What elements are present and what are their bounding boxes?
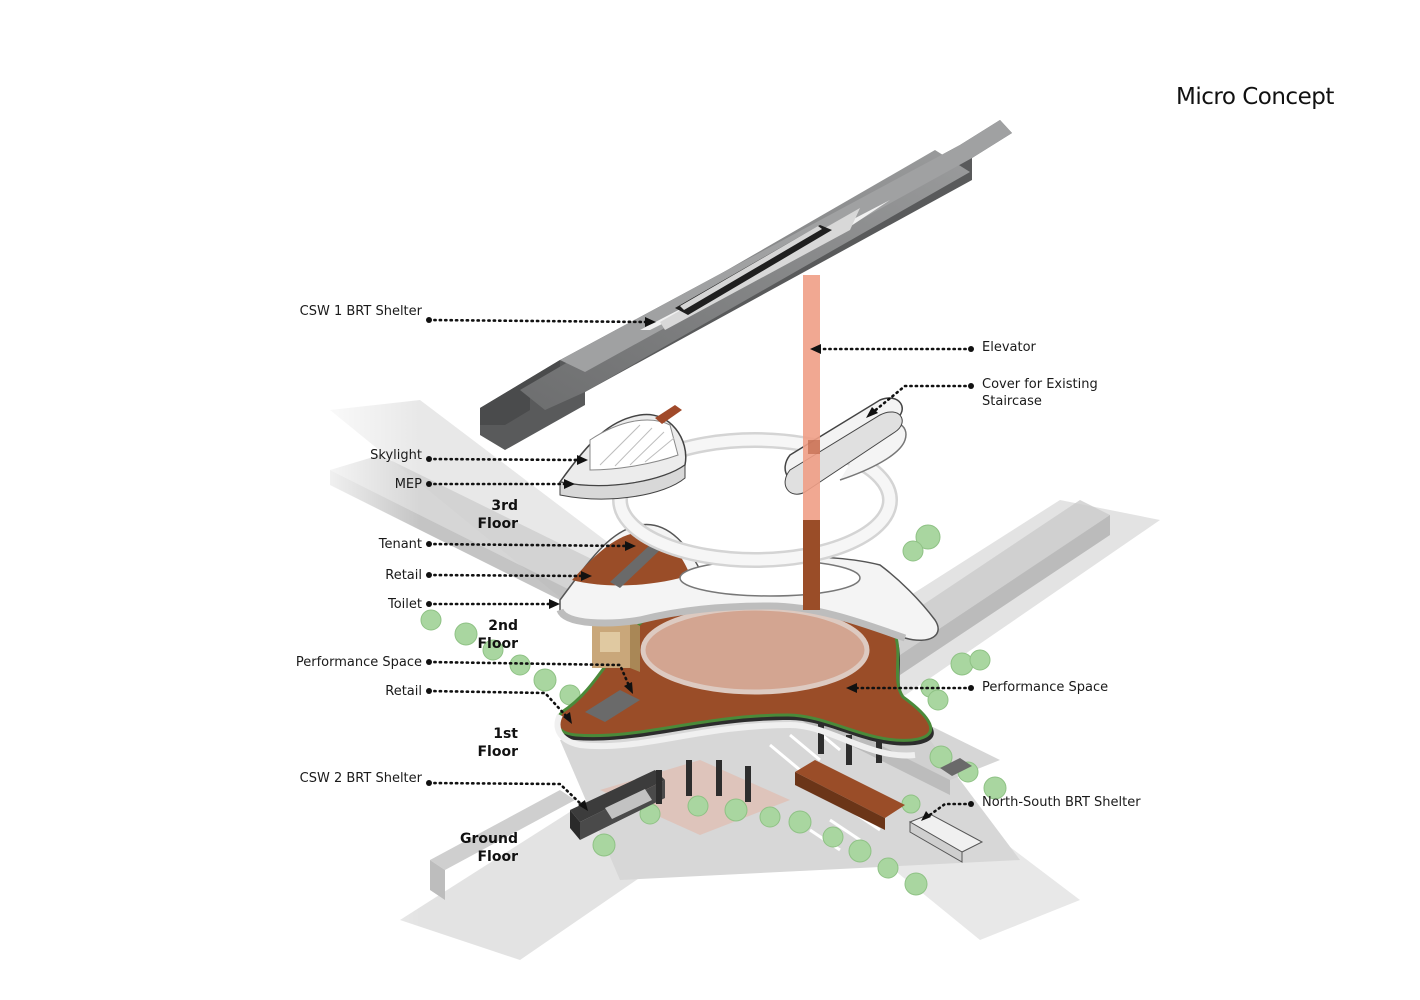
floor-3rd-number: 3rd: [491, 498, 518, 514]
floor-1st-number: 1st: [493, 726, 518, 742]
floor-2nd-number: 2nd: [488, 618, 518, 634]
label-csw2-brt-shelter: CSW 2 BRT Shelter: [299, 771, 422, 786]
label-cover-line1: Cover for Existing: [982, 377, 1098, 392]
label-mep: MEP: [394, 477, 422, 492]
third-floor-ring: [612, 421, 907, 568]
leader-dots: [426, 317, 974, 807]
label-skylight: Skylight: [370, 448, 422, 463]
floor-ground-word1: Ground: [460, 831, 518, 847]
leader-lines: [427, 318, 973, 819]
northsouth-shelter: [795, 760, 984, 863]
label-retail-lower: Retail: [385, 684, 422, 699]
floor-ground-word2: Floor: [477, 849, 518, 865]
floor-1st-word: Floor: [477, 744, 518, 760]
label-cover-existing-staircase: Cover for Existing Staircase: [982, 376, 1098, 410]
label-cover-line2: Staircase: [982, 394, 1042, 409]
floor-label-1st: 1st Floor: [418, 725, 518, 761]
label-tenant: Tenant: [378, 537, 422, 552]
label-csw1-brt-shelter: CSW 1 BRT Shelter: [299, 304, 422, 319]
leader-arrowheads: [549, 317, 931, 821]
skylight-pod: [558, 405, 687, 500]
page-title: Micro Concept: [1176, 84, 1334, 110]
escalators: [585, 545, 972, 776]
label-performance-space-left: Performance Space: [295, 655, 422, 670]
floor-label-2nd: 2nd Floor: [418, 617, 518, 653]
label-retail-upper: Retail: [385, 568, 422, 583]
floor-label-ground: Ground Floor: [418, 830, 518, 866]
first-floor-deck: [554, 591, 934, 759]
label-performance-space-right: Performance Space: [982, 680, 1109, 695]
csw1-roof: [480, 120, 1012, 450]
label-north-south-brt-shelter: North-South BRT Shelter: [982, 795, 1141, 810]
floor-label-3rd: 3rd Floor: [418, 497, 518, 533]
label-elevator: Elevator: [982, 340, 1036, 355]
csw2-shelter: [570, 770, 665, 840]
floor-2nd-word: Floor: [477, 636, 518, 652]
floor-3rd-word: Floor: [477, 516, 518, 532]
elevator-shaft: [803, 275, 820, 610]
toilet-block: [592, 620, 640, 672]
label-toilet: Toilet: [387, 597, 422, 612]
